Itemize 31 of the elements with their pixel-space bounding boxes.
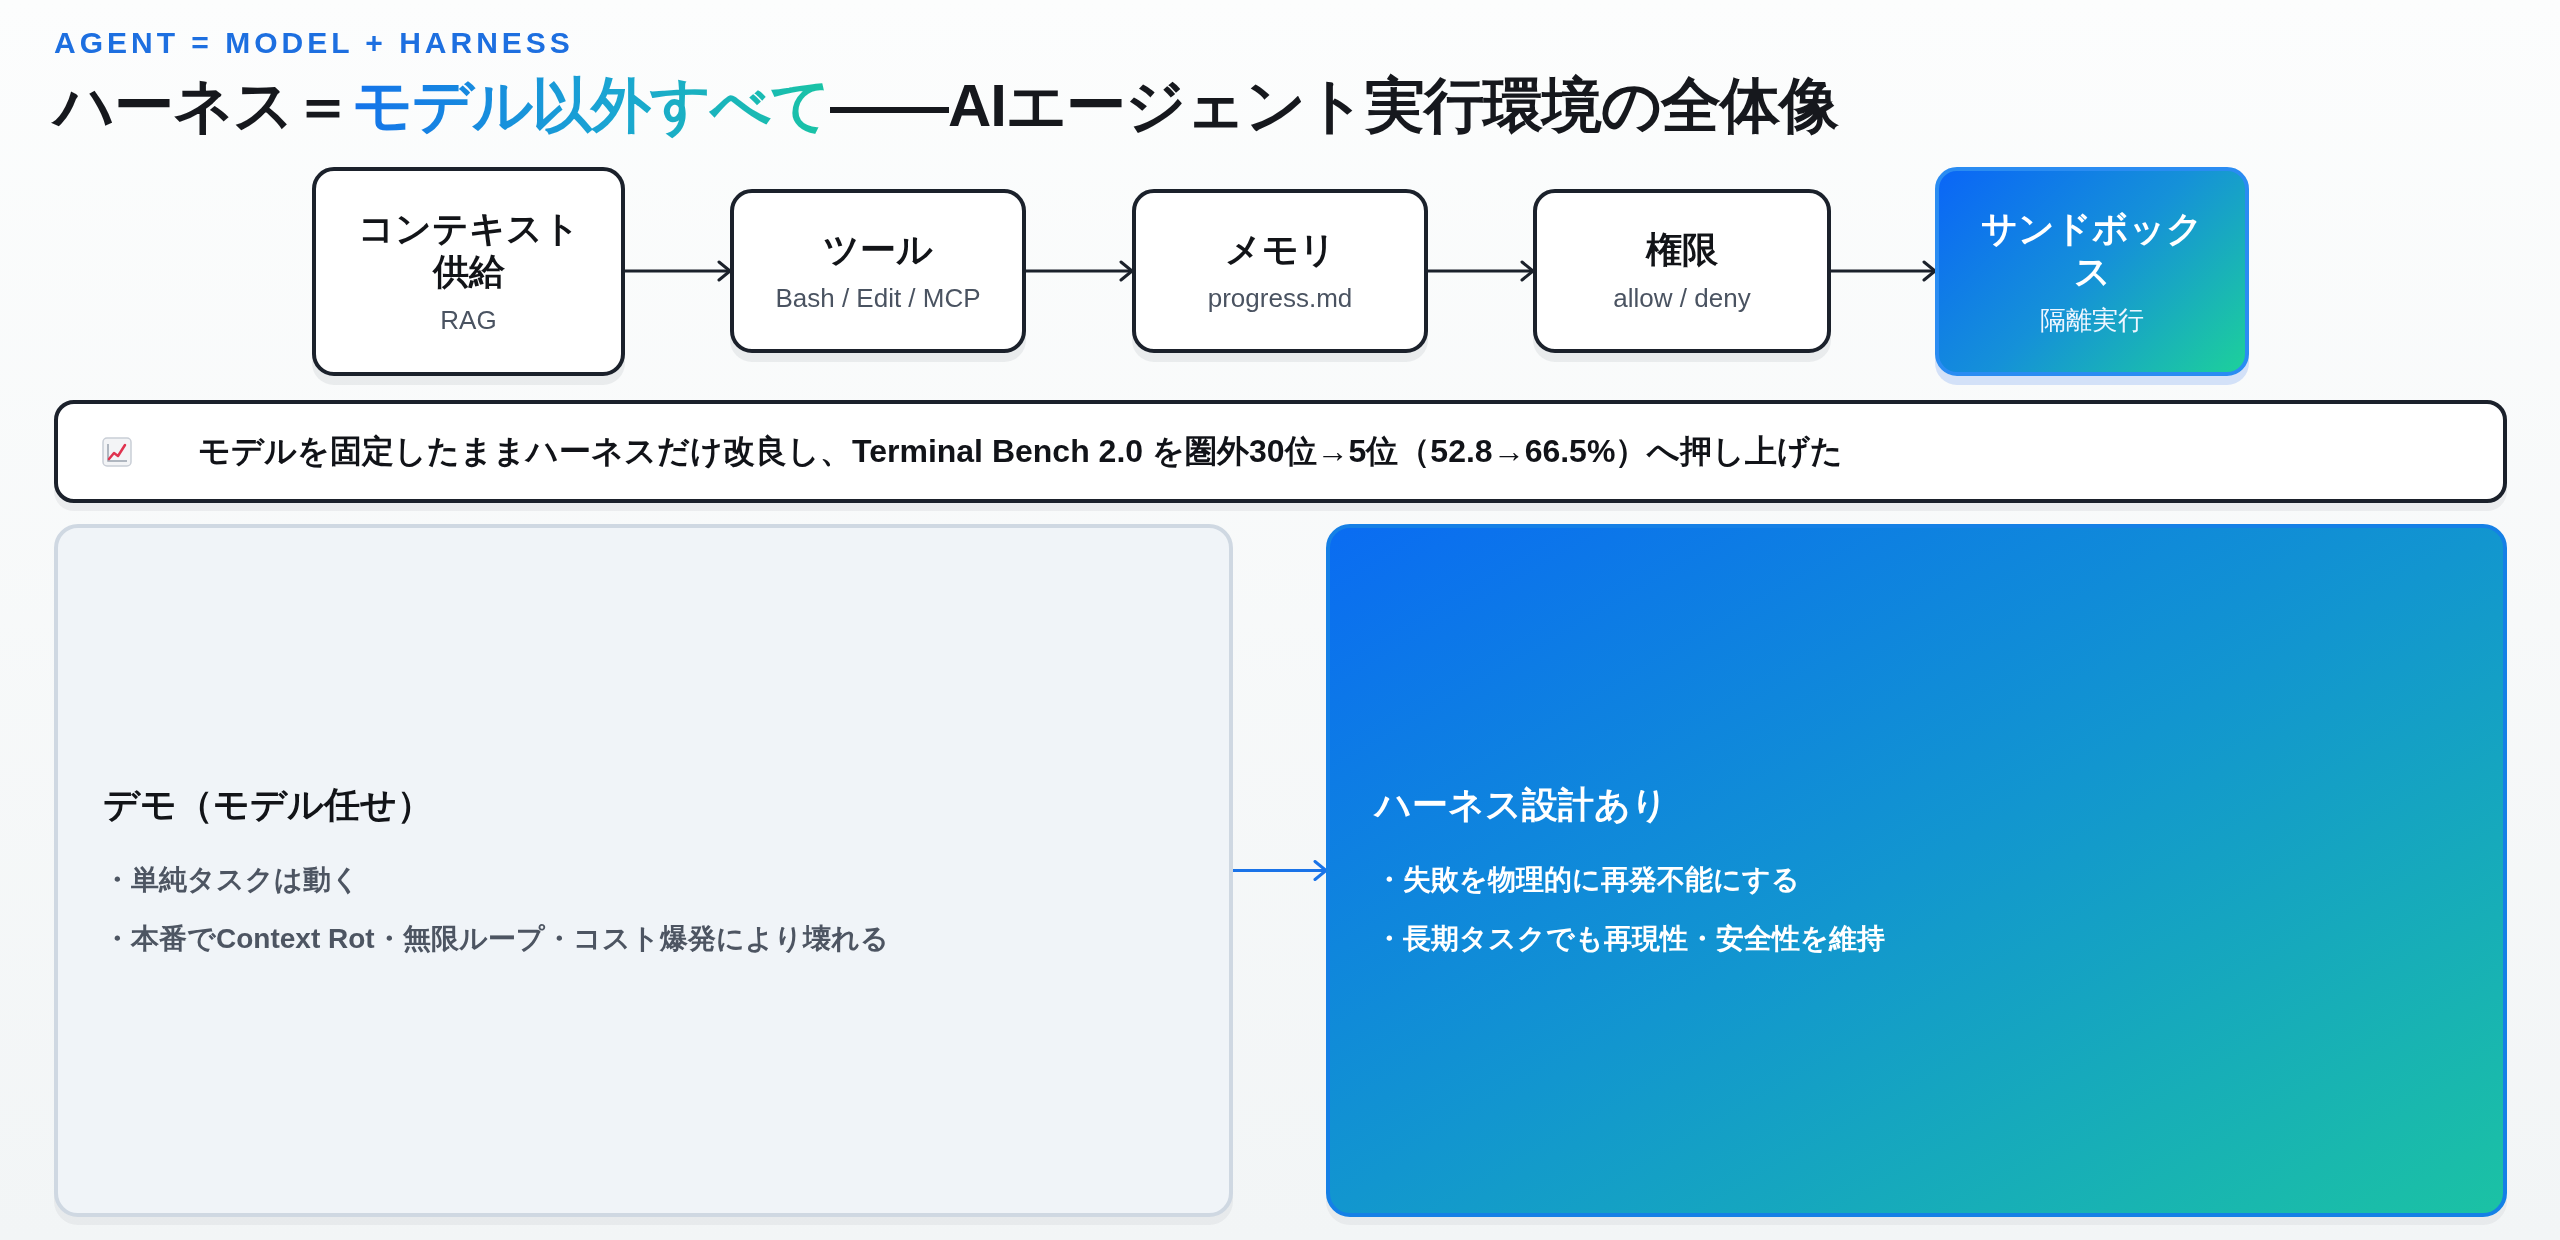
banner-text: モデルを固定したままハーネスだけ改良し、Terminal Bench 2.0 を圏外30位→5位（52.8→66.5%）へ押し上げた (198, 432, 1844, 472)
panel-heading: デモ（モデル任せ） (103, 782, 433, 827)
bullet-point: ・失敗を物理的に再発不能にする (1375, 863, 1800, 898)
step-title: サンドボックス (1980, 206, 2204, 294)
step-title: メモリ (1224, 227, 1336, 271)
step-title: コンテキスト供給 (356, 206, 581, 294)
bullet-point: ・単純タスクは動く (103, 863, 360, 898)
comparison-panel (54, 524, 1233, 1217)
arrow (1428, 260, 1535, 282)
step-detail: RAG (440, 305, 497, 337)
kicker-label: AGENT = MODEL + HARNESS (54, 26, 574, 59)
step-detail: allow / deny (1613, 283, 1751, 315)
arrow (1831, 260, 1937, 282)
arrow (625, 260, 732, 282)
panel-heading: ハーネス設計あり (1375, 782, 1668, 827)
step-title: ツール (823, 227, 933, 271)
arrow (1026, 260, 1134, 282)
arrow (1233, 860, 1328, 881)
process-box (730, 189, 1026, 353)
step-detail: progress.md (1207, 283, 1353, 315)
bullet-point: ・長期タスクでも再現性・安全性を維持 (1375, 921, 1885, 956)
process-box (1935, 167, 2249, 376)
process-box (1533, 189, 1831, 353)
comparison-panel (1326, 524, 2507, 1217)
bullet-point: ・本番でContext Rot・無限ループ・コスト爆発により壊れる (103, 921, 889, 956)
process-box (312, 167, 625, 376)
callout-banner (54, 400, 2507, 503)
process-box (1132, 189, 1428, 353)
step-detail: Bash / Edit / MCP (775, 283, 981, 315)
step-detail: 隔離実行 (2040, 305, 2144, 337)
step-title: 権限 (1646, 227, 1718, 271)
